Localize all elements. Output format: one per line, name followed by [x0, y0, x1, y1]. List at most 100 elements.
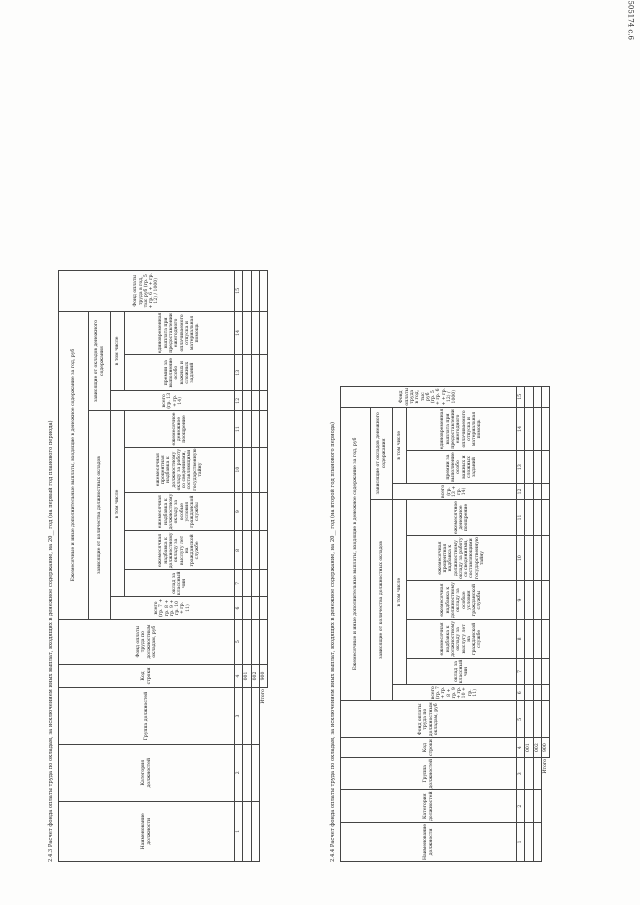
table-cell[interactable]: [533, 407, 542, 451]
table-cell[interactable]: [242, 569, 252, 597]
table-cell[interactable]: [242, 801, 252, 862]
column-number: 4: [234, 664, 243, 688]
table-cell[interactable]: [524, 658, 534, 685]
column-number: 7: [234, 569, 243, 597]
total-cell[interactable]: [541, 619, 550, 659]
column-number: 11: [516, 499, 525, 536]
table-cell[interactable]: [533, 483, 542, 500]
total-cell[interactable]: [259, 354, 268, 391]
table-cell[interactable]: [242, 411, 252, 448]
total-cell[interactable]: [541, 684, 550, 701]
table-cell[interactable]: [251, 531, 260, 570]
table-cell[interactable]: [251, 492, 260, 531]
table-cell[interactable]: [524, 407, 534, 451]
header-total-b: всего (гр. 13 + гр. 14): [110, 390, 235, 411]
table-cell[interactable]: [524, 535, 534, 581]
header-in-that-b: в том числе: [110, 311, 125, 391]
table-cell[interactable]: [242, 596, 252, 620]
table-cell[interactable]: [242, 311, 252, 355]
table-cell[interactable]: [533, 580, 542, 620]
table-row: 001: [524, 386, 534, 862]
total-cell[interactable]: [259, 447, 268, 493]
table-cell[interactable]: [251, 311, 260, 355]
column-number: 9: [234, 492, 243, 531]
total-label: Итого: [543, 758, 549, 774]
table-cell[interactable]: [242, 492, 252, 531]
total-cell[interactable]: [259, 492, 268, 531]
table-cell[interactable]: [251, 619, 260, 665]
total-cell[interactable]: [541, 658, 550, 685]
table-cell[interactable]: [533, 619, 542, 659]
table-section-1: 2.4.3 Расчет фонда оплаты труда по оклад…: [48, 270, 268, 862]
column-number: 8: [234, 531, 243, 570]
header-row-code: Код строки: [340, 737, 517, 758]
table-cell[interactable]: [524, 822, 534, 862]
total-cell[interactable]: [541, 499, 550, 536]
table-cell[interactable]: [251, 596, 260, 620]
table-cell[interactable]: [533, 658, 542, 685]
header-base-fund: Фонд оплаты труда по должностным окладам…: [58, 619, 235, 665]
column-number: 15: [516, 386, 525, 408]
table-cell[interactable]: [242, 687, 252, 745]
table-cell[interactable]: [524, 580, 534, 620]
total-cell[interactable]: [259, 390, 268, 411]
table-cell[interactable]: [251, 447, 260, 493]
header-c13: премии за выполнение особо важных и слож…: [124, 354, 235, 391]
table-cell[interactable]: [251, 569, 260, 597]
column-number: 8: [516, 619, 525, 659]
total-cell[interactable]: [541, 386, 550, 408]
table-cell[interactable]: [251, 801, 260, 862]
total-cell[interactable]: [541, 450, 550, 484]
table-cell[interactable]: [251, 744, 260, 802]
header-c9: ежемесячная надбавка к должностному окла…: [124, 492, 235, 531]
header-base-fund: Фонд оплаты труда по должностным окладам…: [340, 700, 517, 738]
table-cell[interactable]: [242, 744, 252, 802]
table-cell[interactable]: [524, 757, 534, 790]
total-cell[interactable]: [259, 411, 268, 448]
table-cell[interactable]: [251, 687, 260, 745]
header-c10: ежемесячная процентная надбавка к должно…: [124, 447, 235, 493]
total-cell[interactable]: [541, 580, 550, 620]
table-cell[interactable]: [524, 619, 534, 659]
table-cell[interactable]: [251, 411, 260, 448]
total-cell[interactable]: [259, 531, 268, 570]
table-cell[interactable]: [533, 684, 542, 701]
total-cell[interactable]: [259, 596, 268, 620]
table-cell[interactable]: [242, 354, 252, 391]
table-cell[interactable]: [242, 447, 252, 493]
table-cell[interactable]: [533, 822, 542, 862]
table-cell[interactable]: [533, 700, 542, 738]
total-cell[interactable]: [259, 569, 268, 597]
table-cell[interactable]: [251, 270, 260, 312]
table-cell[interactable]: [533, 789, 542, 823]
table-cell[interactable]: [533, 499, 542, 536]
table-cell[interactable]: [524, 386, 534, 408]
table-cell[interactable]: [533, 450, 542, 484]
table-cell[interactable]: [524, 700, 534, 738]
table-cell[interactable]: [524, 499, 534, 536]
total-cell[interactable]: [541, 407, 550, 451]
table-cell[interactable]: [251, 354, 260, 391]
table-cell[interactable]: [524, 483, 534, 500]
table-cell[interactable]: [242, 619, 252, 665]
table-cell[interactable]: [242, 270, 252, 312]
total-cell[interactable]: [541, 700, 550, 738]
total-cell[interactable]: [259, 619, 268, 665]
total-cell[interactable]: [259, 311, 268, 355]
total-cell[interactable]: [541, 535, 550, 581]
table-cell[interactable]: [524, 450, 534, 484]
table-cell[interactable]: [242, 390, 252, 411]
table-cell[interactable]: [524, 789, 534, 823]
table-cell[interactable]: [524, 684, 534, 701]
total-cell[interactable]: [541, 483, 550, 500]
total-cell[interactable]: [259, 270, 268, 312]
table-cell[interactable]: [242, 531, 252, 570]
table-cell[interactable]: [251, 390, 260, 411]
header-extra-payments: Ежемесячные и иные дополнительные выплат…: [58, 311, 89, 620]
table-cell[interactable]: [533, 535, 542, 581]
column-number: 3: [234, 687, 243, 745]
table-cell[interactable]: [533, 386, 542, 408]
header-category: Категория должностей: [58, 744, 235, 802]
table-cell[interactable]: [533, 757, 542, 790]
header-c11: ежемесячное денежное поощрение: [406, 499, 517, 536]
